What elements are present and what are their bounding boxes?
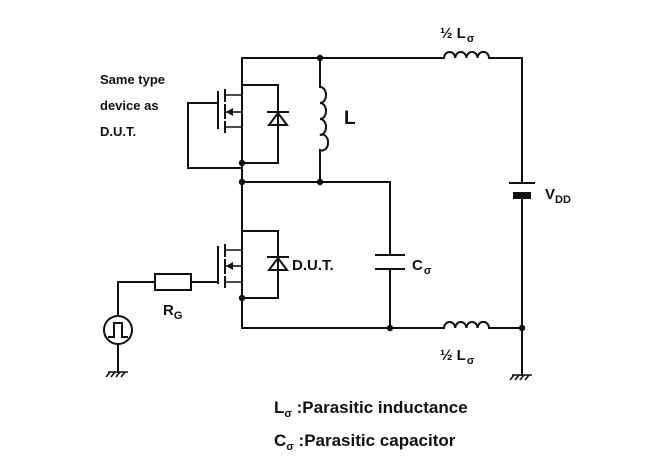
parasitic-capacitor-symbol [375,254,405,270]
half-l-sigma-bottom-label: ½ Lσ [440,347,475,367]
gate-resistor-symbol [154,273,192,291]
same-type-label-line1: Same type [100,72,165,87]
upper-mosfet-symbol [217,89,242,133]
upper-diode-symbol [267,111,289,126]
c-sigma-label: Cσ [412,257,432,277]
circuit-wires [117,57,523,376]
dut-mosfet-symbol [217,244,242,288]
parasitic-inductance-bottom-symbol [442,320,491,330]
inductor-l-label: L [344,108,356,129]
rg-label: RG [163,302,182,322]
parasitic-inductance-top-symbol [442,50,491,60]
half-l-sigma-top-label: ½ Lσ [440,25,475,45]
same-type-label-line3: D.U.T. [100,124,136,139]
inductor-l-symbol [318,85,330,152]
battery-vdd-symbol [509,182,535,199]
pulse-source-symbol [103,315,133,345]
ground-left-symbol [105,371,128,378]
vdd-label: VDD [545,186,571,206]
legend-capacitor: Cσ :Parasitic capacitor [274,431,456,453]
legend-inductance: Lσ :Parasitic inductance [274,398,468,420]
dut-label: D.U.T. [292,257,334,274]
same-type-label-line2: device as [100,98,159,113]
dut-diode-symbol [267,256,289,271]
ground-right-symbol [509,374,532,381]
junction-dots [238,54,526,332]
